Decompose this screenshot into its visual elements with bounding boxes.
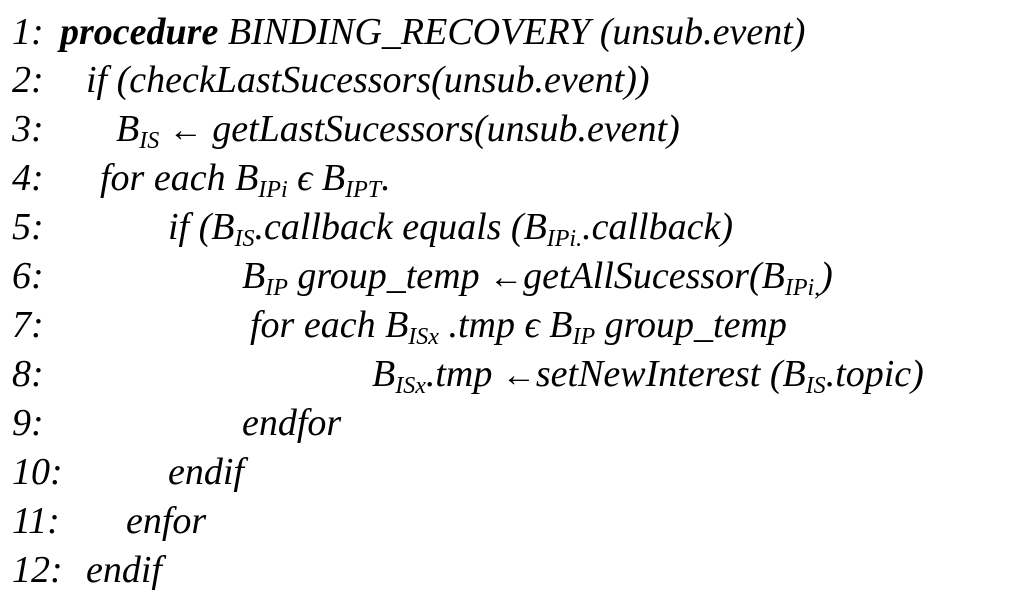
line-code: enfor: [126, 497, 206, 545]
subscript: IP: [265, 275, 288, 301]
line-code: for each BIPi ϵ BIPT.: [100, 154, 391, 202]
line-code: endif: [86, 546, 162, 594]
line-number: 12:: [12, 549, 63, 591]
code-text: enfor: [126, 500, 207, 542]
code-text: BINDING_RECOVERY (unsub.event): [218, 11, 806, 53]
code-text: endfor: [242, 402, 342, 444]
line-number: 1:: [12, 11, 44, 53]
line-number: 10:: [12, 451, 63, 493]
line-number: 5:: [12, 206, 44, 248]
code-text: [159, 108, 169, 150]
line-number: 4:: [12, 157, 44, 199]
line-code: BISx.tmp ←setNewInterest (BIS.topic): [372, 350, 924, 400]
subscript: IS: [234, 226, 255, 252]
assign-arrow-icon: ←: [168, 112, 203, 149]
subscript: IPi.: [546, 226, 583, 252]
code-text: group_temp: [595, 304, 787, 346]
code-text: .topic): [825, 353, 924, 395]
assign-arrow-icon: ←: [489, 259, 524, 296]
subscript: IS: [139, 128, 160, 154]
line-code: endif: [168, 448, 244, 496]
code-text: .: [381, 157, 391, 199]
line-number: 7:: [12, 304, 44, 346]
subscript: IS: [805, 373, 826, 399]
line-code: if (checkLastSucessors(unsub.event)): [86, 56, 650, 104]
line-number: 9:: [12, 402, 44, 444]
code-text: B: [372, 353, 396, 395]
code-text: setNewInterest (B: [535, 353, 806, 395]
line-code: BIP group_temp ←getAllSucessor(BIPi,): [242, 252, 833, 302]
code-text: getLastSucessors(unsub.event): [202, 108, 680, 150]
code-text: if (checkLastSucessors(unsub.event)): [86, 59, 650, 101]
keyword: procedure: [60, 11, 219, 53]
line-number: 11:: [12, 500, 60, 542]
line-number: 2:: [12, 59, 44, 101]
line-code: procedure BINDING_RECOVERY (unsub.event): [60, 8, 805, 56]
subscript: IPi,: [784, 275, 821, 301]
code-text: B: [242, 255, 266, 297]
line-code: BIS ← getLastSucessors(unsub.event): [116, 105, 680, 155]
assign-arrow-icon: ←: [501, 357, 536, 394]
code-text: group_temp: [287, 255, 490, 297]
code-text: B: [116, 108, 140, 150]
code-text: ϵ B: [287, 157, 346, 199]
subscript: IPT: [345, 177, 382, 203]
code-text: getAllSucessor(B: [523, 255, 785, 297]
code-text: .tmp: [425, 353, 502, 395]
line-number: 6:: [12, 255, 44, 297]
code-text: endif: [168, 451, 244, 493]
line-number: 8:: [12, 353, 44, 395]
code-text: .callback equals (B: [254, 206, 547, 248]
line-code: for each BISx .tmp ϵ BIP group_temp: [250, 301, 787, 349]
subscript: ISx: [408, 324, 439, 350]
subscript: ISx: [395, 373, 426, 399]
line-code: endfor: [242, 399, 341, 447]
code-text: .tmp ϵ B: [438, 304, 573, 346]
code-text: endif: [86, 549, 162, 591]
code-text: if (B: [168, 206, 235, 248]
code-text: for each B: [100, 157, 259, 199]
subscript: IPi: [258, 177, 288, 203]
code-text: .callback): [582, 206, 733, 248]
code-text: ): [820, 255, 833, 297]
line-number: 3:: [12, 108, 44, 150]
line-code: if (BIS.callback equals (BIPi..callback): [168, 203, 733, 251]
subscript: IP: [572, 324, 596, 350]
code-text: for each B: [250, 304, 409, 346]
